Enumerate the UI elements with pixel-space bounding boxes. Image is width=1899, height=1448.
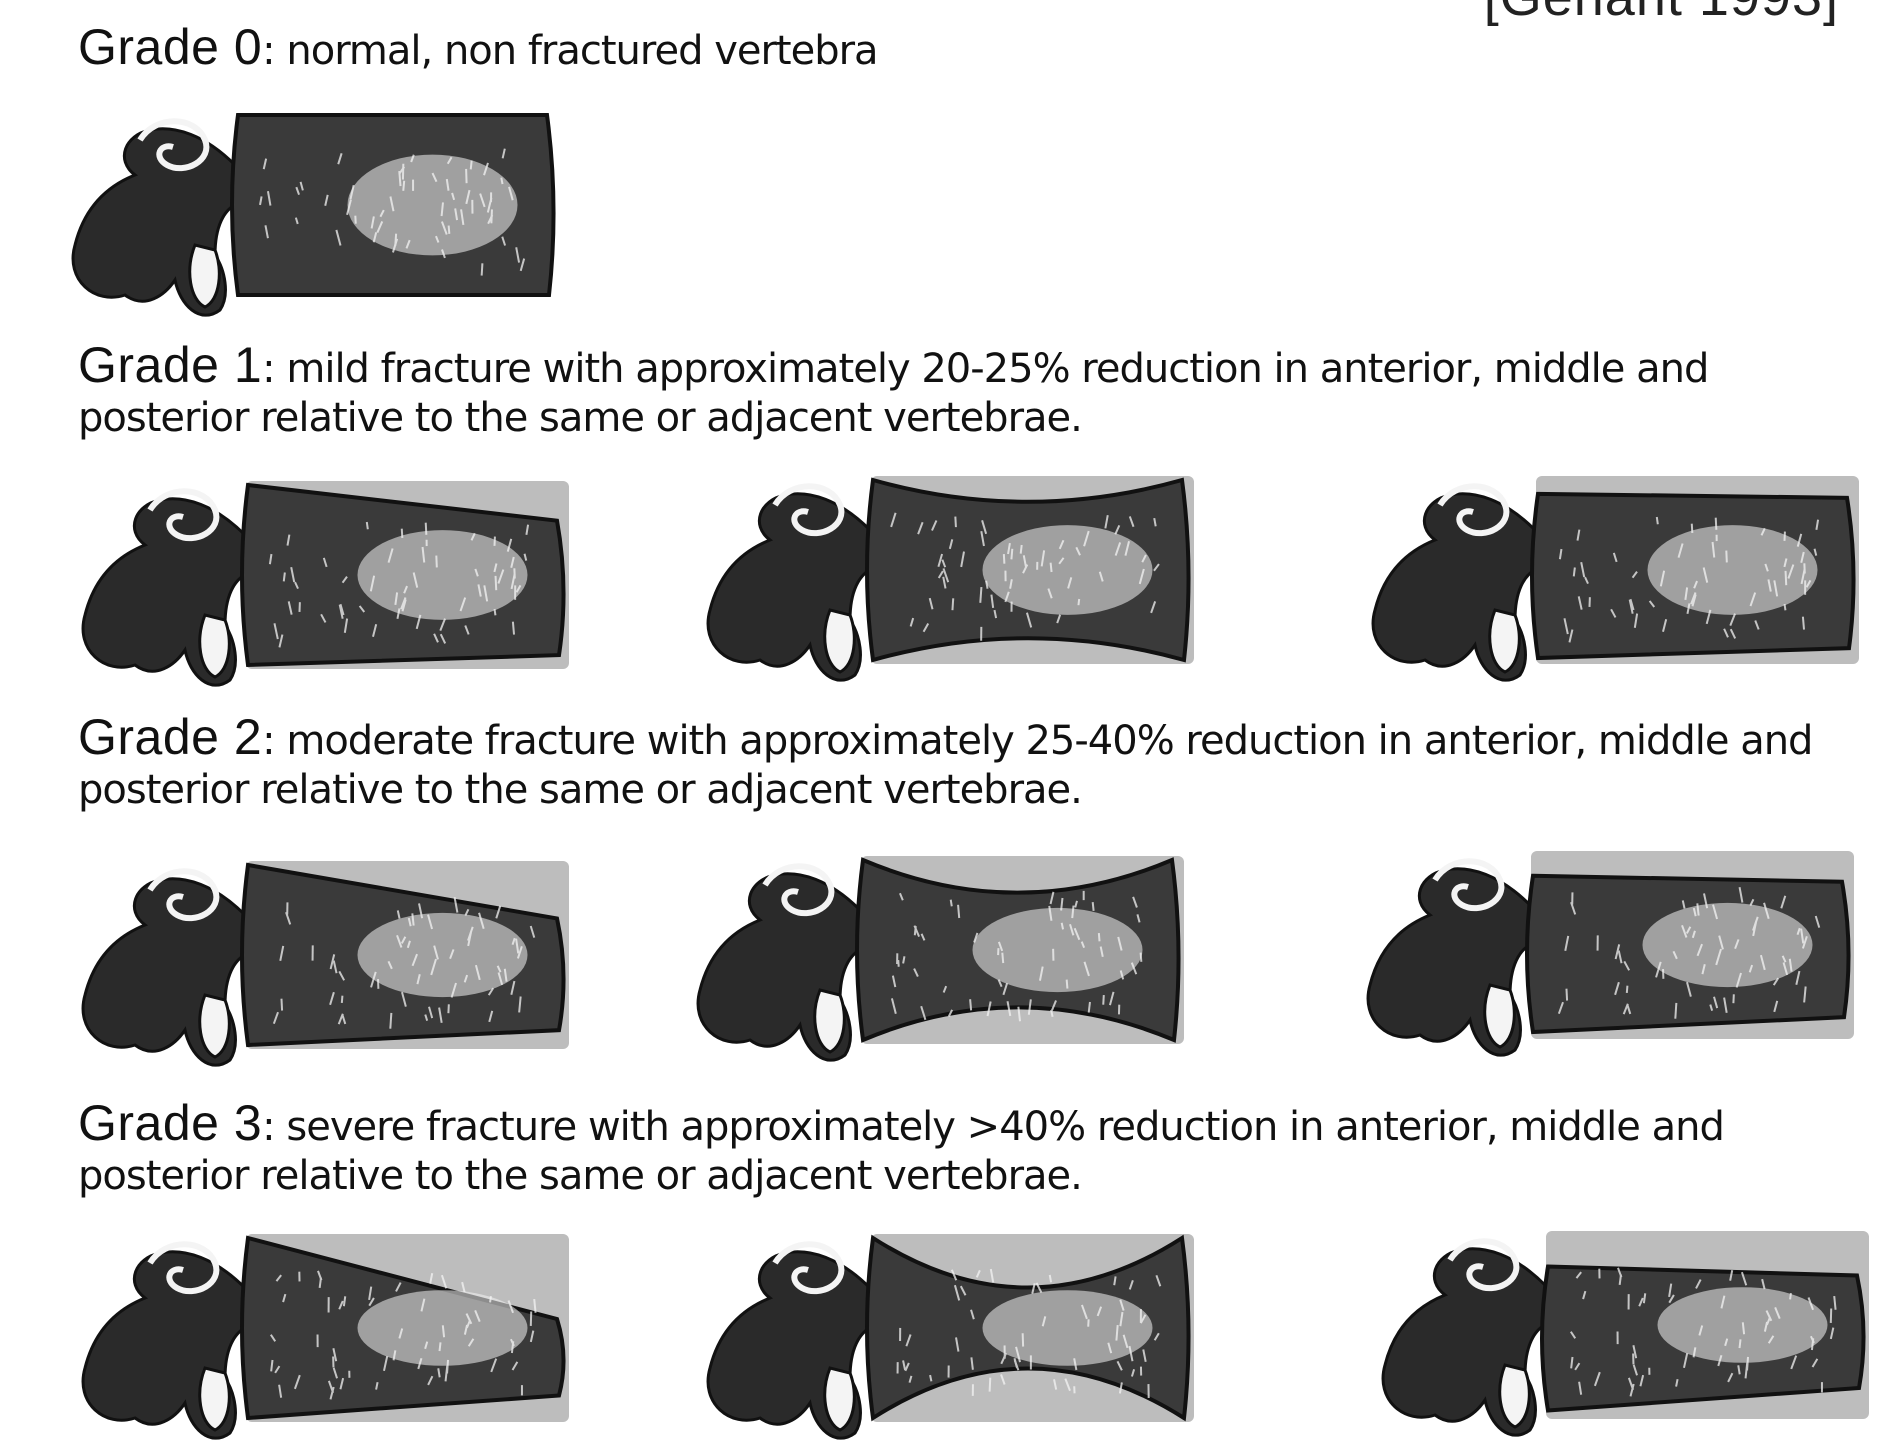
grade-1-description-line1: : mild fracture with approximately 20-25… (262, 346, 1708, 392)
grade-3-heading: Grade 3: severe fracture with approximat… (78, 1098, 1868, 1196)
grade-3-vertebra-crush (1365, 1215, 1885, 1445)
body-highlight (358, 1290, 528, 1366)
grade-2-vertebra-biconcave (680, 840, 1200, 1070)
grade-0-description: : normal, non fractured vertebra (262, 28, 877, 74)
inferior-process (1485, 985, 1515, 1047)
inferior-process (1490, 610, 1520, 672)
body-highlight (1658, 1287, 1828, 1363)
body-highlight (348, 155, 518, 256)
grade-1-vertebra-wedge (65, 465, 585, 695)
grade-2-description-line1: : moderate fracture with approximately 2… (262, 718, 1812, 764)
grade-1-vertebra-biconcave (690, 460, 1210, 690)
grade-3-vertebra-biconcave (690, 1218, 1210, 1448)
body-highlight (1648, 525, 1818, 615)
grade-3-vertebra-wedge (65, 1218, 585, 1448)
grade-1-vertebra-crush (1355, 460, 1875, 690)
grade-1-description-line2: posterior relative to the same or adjace… (78, 398, 1868, 438)
grade-2-vertebra-crush (1350, 835, 1870, 1065)
grade-3-name: Grade 3 (78, 1095, 262, 1151)
inferior-process (200, 615, 230, 677)
inferior-process (825, 1368, 855, 1430)
grade-1-heading: Grade 1: mild fracture with approximatel… (78, 340, 1868, 438)
inferior-process (815, 990, 845, 1052)
inferior-process (1500, 1365, 1530, 1427)
grade-0-name: Grade 0 (78, 19, 262, 75)
grade-2-description-line2: posterior relative to the same or adjace… (78, 770, 1868, 810)
grade-2-name: Grade 2 (78, 709, 262, 765)
grade-3-description-line2: posterior relative to the same or adjace… (78, 1156, 1868, 1196)
grade-2-vertebra-wedge (65, 845, 585, 1075)
grade-2-heading: Grade 2: moderate fracture with approxim… (78, 712, 1868, 810)
body-highlight (1643, 903, 1813, 987)
body-highlight (983, 525, 1153, 615)
grade-0-vertebra-normal (55, 95, 575, 325)
inferior-process (825, 610, 855, 672)
grade-1-name: Grade 1 (78, 337, 262, 393)
inferior-process (200, 995, 230, 1057)
body-highlight (358, 913, 528, 997)
body-highlight (358, 530, 528, 620)
inferior-process (190, 245, 220, 307)
body-highlight (973, 908, 1143, 992)
inferior-process (200, 1368, 230, 1430)
grade-0-heading: Grade 0: normal, non fractured vertebra (78, 22, 1868, 72)
body-highlight (983, 1290, 1153, 1366)
grade-3-description-line1: : severe fracture with approximately >40… (262, 1104, 1724, 1150)
